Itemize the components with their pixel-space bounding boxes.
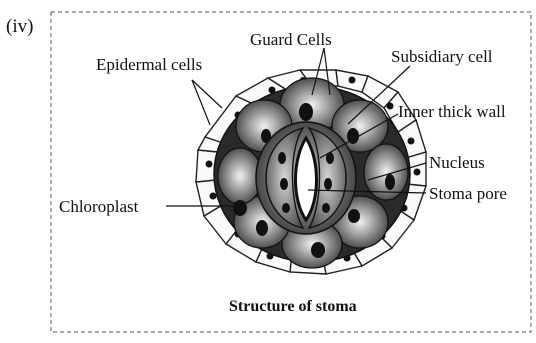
label-subsidiary-cell: Subsidiary cell xyxy=(391,47,493,66)
stoma-pore xyxy=(296,138,317,220)
figure-caption: Structure of stoma xyxy=(229,298,357,315)
label-stoma-pore: Stoma pore xyxy=(429,184,507,203)
label-nucleus: Nucleus xyxy=(429,153,485,172)
figure-number: (iv) xyxy=(6,16,33,37)
label-inner-thick-wall: Inner thick wall xyxy=(398,102,506,121)
label-guard-cells: Guard Cells xyxy=(250,30,332,49)
label-epidermal-cells: Epidermal cells xyxy=(96,55,202,74)
label-chloroplast: Chloroplast xyxy=(59,197,139,216)
